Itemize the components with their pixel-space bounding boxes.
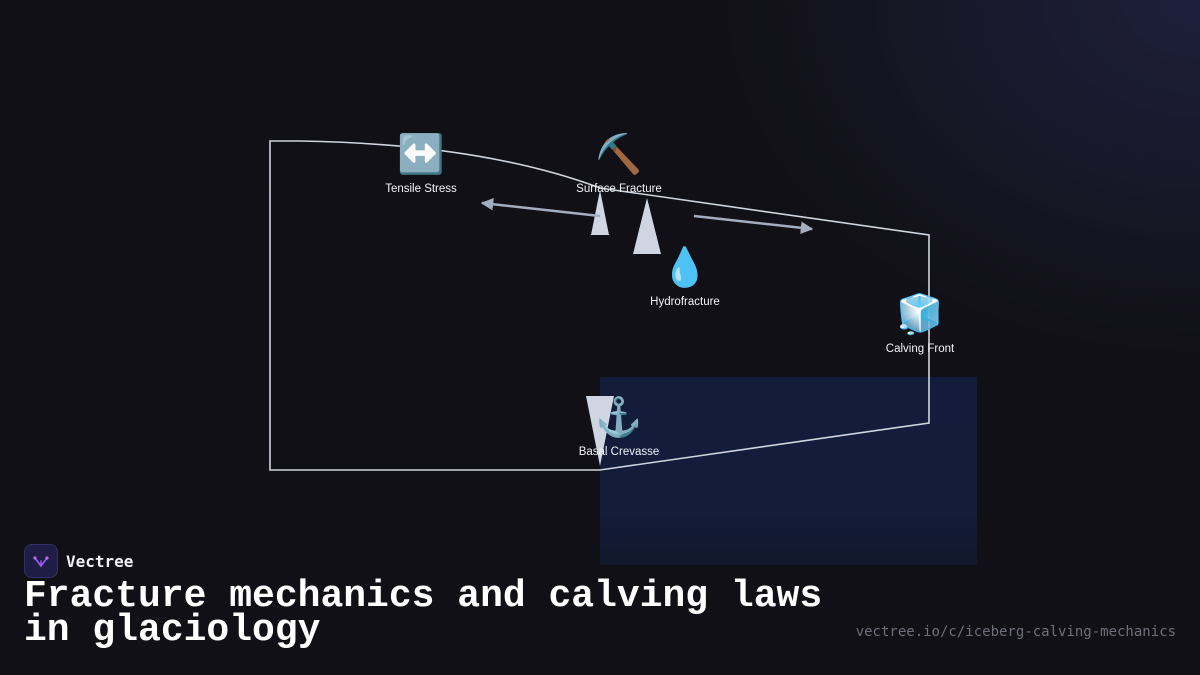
node-surface-fracture: ⛏️ Surface Fracture — [549, 133, 689, 195]
left-right-arrow-icon: ↔️ — [397, 134, 445, 176]
vectree-logo-icon — [24, 544, 58, 578]
node-label: Hydrofracture — [650, 296, 720, 308]
tension-arrow-left — [480, 198, 601, 218]
node-label: Tensile Stress — [385, 183, 457, 195]
surface-crevasse-large — [633, 198, 661, 254]
anchor-icon: ⚓ — [595, 397, 643, 439]
page-title: Fracture mechanics and calving laws in g… — [24, 575, 823, 652]
ocean-water-region — [600, 377, 977, 565]
surface-crevasse-small — [591, 190, 609, 235]
glacier-outline — [269, 140, 930, 471]
brand[interactable]: Vectree — [24, 544, 133, 578]
node-calving-front: 🧊 Calving Front — [850, 293, 990, 355]
node-label: Surface Fracture — [576, 183, 662, 195]
brand-name: Vectree — [66, 551, 134, 571]
droplet-icon: 💧 — [661, 247, 709, 289]
page-url[interactable]: vectree.io/c/iceberg-calving-mechanics — [855, 624, 1176, 640]
node-tensile-stress: ↔️ Tensile Stress — [351, 133, 491, 195]
tension-arrow-right — [693, 214, 814, 234]
node-label: Calving Front — [885, 343, 955, 355]
node-hydrofracture: 💧 Hydrofracture — [615, 246, 755, 308]
basal-crevasse-wedge — [586, 396, 614, 466]
node-basal-crevasse: ⚓ Basal Crevasse — [549, 396, 689, 458]
ice-cube-icon: 🧊 — [896, 294, 944, 336]
pick-icon: ⛏️ — [595, 134, 643, 176]
node-label: Basal Crevasse — [578, 446, 660, 458]
